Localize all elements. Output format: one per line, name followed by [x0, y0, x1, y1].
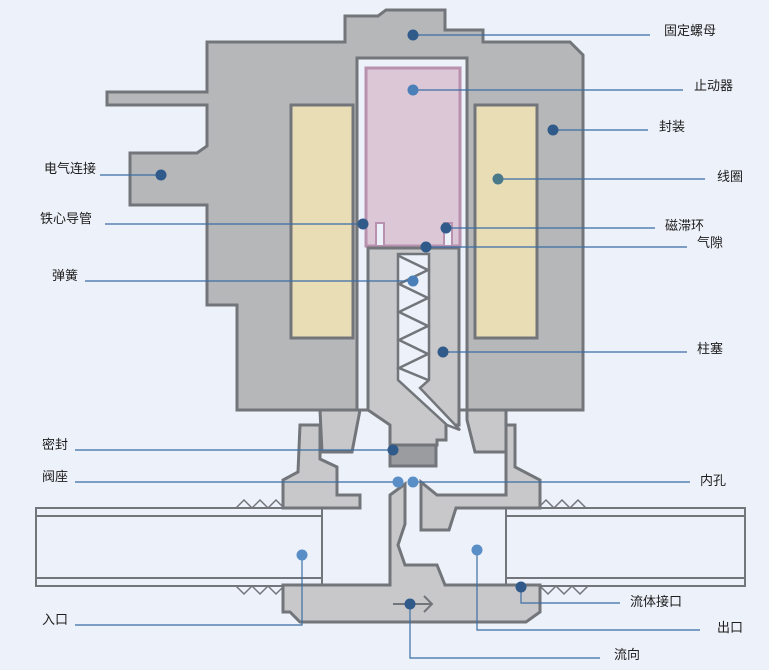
dot-core-tube	[357, 218, 369, 230]
bonnet-left	[318, 408, 362, 454]
label-flow-direction: 流向	[614, 648, 641, 663]
dot-fluid-port	[515, 581, 527, 593]
dot-valve-seat	[392, 476, 404, 488]
callout-dots	[155, 29, 559, 610]
coil-left	[289, 103, 355, 340]
dot-fixed-nut	[407, 29, 419, 41]
thread-bottom-right	[539, 584, 589, 596]
valve-body-left	[281, 423, 362, 510]
label-inlet: 入口	[42, 613, 69, 628]
seal	[388, 443, 438, 468]
dot-outlet	[471, 544, 483, 556]
label-enclosure: 封装	[659, 120, 686, 135]
label-air-gap: 气隙	[697, 236, 724, 251]
label-valve-seat: 阀座	[42, 470, 69, 485]
dot-flow-direction	[404, 598, 416, 610]
plunger-slot	[396, 252, 461, 432]
dot-inlet	[296, 549, 308, 561]
valve-body-bottom	[281, 481, 542, 624]
dot-air-gap	[420, 241, 432, 253]
thread-bottom-left	[235, 584, 285, 596]
label-core-tube: 铁心导管	[40, 212, 93, 227]
dot-enclosure	[547, 124, 559, 136]
label-seal: 密封	[42, 438, 69, 453]
bonnet-right	[465, 408, 508, 454]
dot-seal	[387, 444, 399, 456]
shading-ring-left	[375, 222, 385, 247]
stopper	[364, 66, 462, 248]
dot-coil	[492, 173, 504, 185]
label-fixed-nut: 固定螺母	[664, 24, 717, 39]
label-coil: 线圈	[717, 170, 744, 185]
label-electrical-connection: 电气连接	[44, 162, 97, 177]
dot-stopper	[407, 84, 419, 96]
dot-orifice	[407, 476, 419, 488]
label-shading-ring: 磁滞环	[665, 219, 705, 234]
label-plunger: 柱塞	[697, 342, 724, 357]
label-orifice: 内孔	[700, 474, 727, 489]
leader-lines	[75, 34, 705, 659]
label-fluid-port: 流体接口	[630, 595, 683, 610]
coil-right	[473, 103, 539, 340]
valve-body-right	[419, 423, 542, 532]
label-spring: 弹簧	[52, 269, 79, 284]
label-stopper: 止动器	[694, 79, 734, 94]
dot-electrical-connection	[155, 169, 167, 181]
thread-top-left	[235, 498, 285, 510]
dot-shading-ring	[440, 222, 452, 234]
label-outlet: 出口	[717, 621, 744, 636]
dot-plunger	[437, 346, 449, 358]
left-pipe	[35, 507, 323, 587]
dot-spring	[407, 275, 419, 287]
right-pipe	[505, 507, 746, 587]
